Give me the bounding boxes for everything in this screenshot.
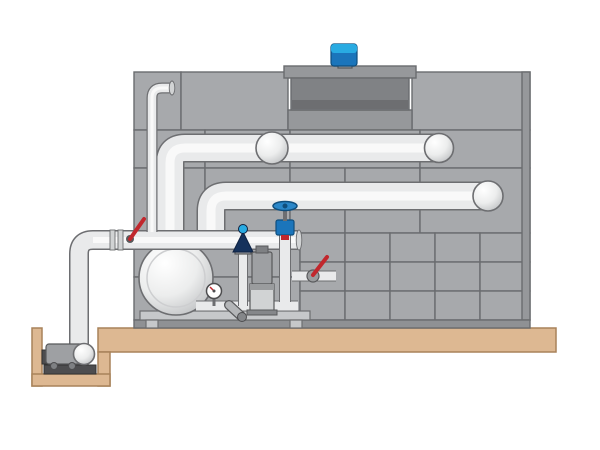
- skid-components: [196, 200, 336, 322]
- valve-knob: [238, 224, 248, 234]
- gauge-hub: [212, 289, 216, 293]
- pump-skid: [138, 240, 311, 329]
- middle-distribution-pipe: [196, 180, 504, 244]
- vertical-pump: [246, 245, 278, 316]
- casing-panel: [411, 71, 531, 131]
- pipe-highlight: [165, 143, 438, 242]
- casing-panel: [287, 109, 413, 131]
- pit-floor: [31, 373, 111, 387]
- valve-body: [275, 219, 295, 236]
- pump-end-cap: [72, 342, 96, 366]
- pipe-highlight: [150, 86, 171, 232]
- skid-foot: [145, 319, 159, 329]
- pipe-ball-joint: [255, 131, 289, 165]
- casing-panel: [344, 232, 391, 263]
- pressure-gauge: [205, 282, 223, 306]
- sensor-cap: [331, 44, 357, 53]
- casing-panel: [389, 290, 436, 321]
- pipe-body: [70, 231, 300, 354]
- pump-bolt: [68, 362, 76, 370]
- upper-distribution-pipe: [155, 131, 455, 242]
- casing-panel: [344, 261, 391, 292]
- level-sensor: [330, 43, 358, 69]
- gate-valve: [272, 200, 298, 302]
- strainer-cap: [237, 312, 247, 322]
- pump-bolt: [50, 362, 58, 370]
- pump-band: [250, 284, 274, 290]
- casing-panel: [180, 71, 289, 131]
- slab-main: [97, 327, 557, 353]
- pipe-end-cap: [472, 180, 504, 212]
- pump-motor-cap: [255, 245, 269, 254]
- casing-panel: [434, 232, 481, 263]
- skid-foot: [289, 319, 303, 329]
- casing-panel: [389, 232, 436, 263]
- concrete-slab: [31, 327, 557, 387]
- valve-drain: [281, 235, 289, 240]
- suction-manifold-pipe: [69, 217, 303, 354]
- pipe-flange: [295, 229, 303, 251]
- pipe-flange: [117, 229, 124, 251]
- pipe-highlight: [206, 191, 486, 244]
- valve-bonnet: [232, 230, 254, 253]
- casing-right-edge: [521, 71, 531, 321]
- butterfly-valve-lever: [128, 217, 146, 241]
- piping: [69, 80, 504, 354]
- pump-base: [246, 309, 278, 316]
- casing-panel: [434, 261, 481, 292]
- pipe-flange: [109, 229, 116, 251]
- diaphragm-valve: [232, 224, 254, 306]
- discharge-pipe: [292, 255, 336, 283]
- valve-hub: [282, 203, 288, 209]
- pump-motor: [251, 251, 273, 285]
- casing-panel: [434, 290, 481, 321]
- makeup-water-pipe: [146, 80, 176, 232]
- pipe-end-cap: [423, 132, 455, 164]
- butterfly-valve-lever: [311, 255, 329, 277]
- casing-base-band: [133, 319, 531, 329]
- basin-shadow: [292, 100, 408, 109]
- top-basin: [283, 65, 417, 111]
- pipe-flange: [168, 80, 176, 96]
- y-strainer: [224, 300, 247, 322]
- casing-panel: [389, 261, 436, 292]
- sump-pump: [41, 342, 97, 375]
- casing-panel: [299, 232, 346, 263]
- casing-panel: [344, 290, 391, 321]
- valve-stem: [283, 208, 287, 221]
